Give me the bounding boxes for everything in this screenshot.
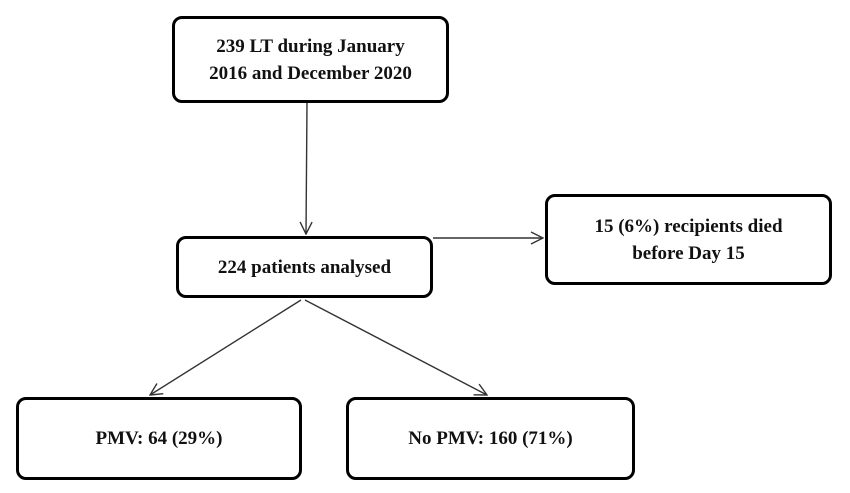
excluded-deaths-text: 15 (6%) recipients died before Day 15 xyxy=(594,215,783,264)
patients-analysed-box: 224 patients analysed xyxy=(176,236,433,298)
total-transplants-text: 239 LT during January 2016 and December … xyxy=(209,35,412,84)
pmv-group-text: PMV: 64 (29%) xyxy=(95,428,223,449)
arrow-analysed-to-no-pmv xyxy=(304,299,487,395)
no-pmv-group-text: No PMV: 160 (71%) xyxy=(408,428,573,449)
patients-analysed-text: 224 patients analysed xyxy=(217,256,392,278)
pmv-group-box: PMV: 64 (29%) xyxy=(16,397,302,480)
no-pmv-group-box: No PMV: 160 (71%) xyxy=(346,397,635,480)
arrow-analysed-to-pmv xyxy=(150,299,302,395)
arrow-total-to-analysed xyxy=(306,102,307,234)
total-transplants-box: 239 LT during January 2016 and December … xyxy=(172,16,449,103)
excluded-deaths-box: 15 (6%) recipients died before Day 15 xyxy=(545,194,832,285)
